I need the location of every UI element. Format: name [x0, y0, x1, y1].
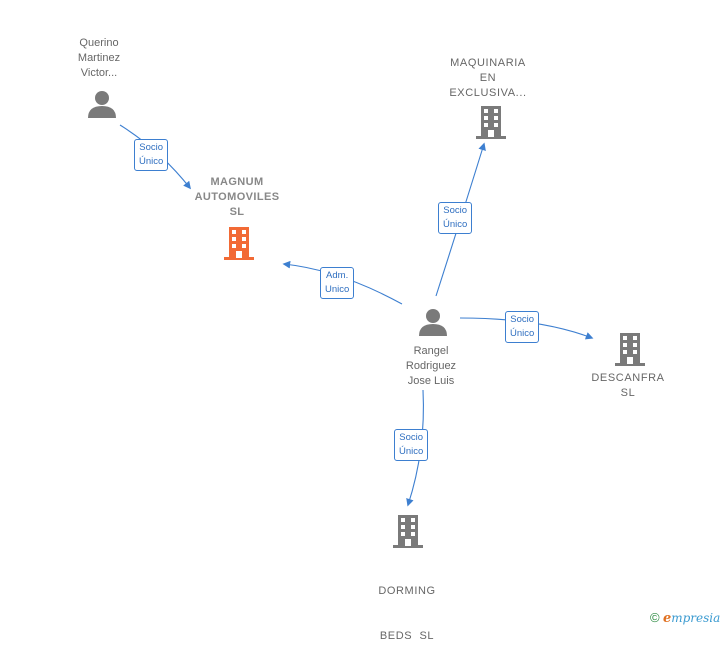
person-icon[interactable] [86, 88, 118, 120]
building-icon[interactable] [223, 226, 255, 260]
building-icon[interactable] [475, 105, 507, 139]
node-querino[interactable]: Querino Martinez Victor... [77, 37, 121, 79]
edge-label-querino-magnum[interactable]: Socio Único [134, 139, 169, 171]
node-rangel[interactable]: Rangel Rodriguez Jose Luis [405, 345, 457, 387]
copyright-symbol: © [650, 610, 660, 625]
edge-label-rangel-descanfra[interactable]: Socio Único [505, 311, 540, 343]
edge-label-rangel-maquinaria[interactable]: Socio Único [438, 202, 473, 234]
empresia-watermark: © empresia [650, 610, 720, 626]
person-icon[interactable] [417, 306, 449, 338]
building-icon[interactable] [614, 332, 646, 366]
building-icon[interactable] [392, 514, 424, 548]
node-descanfra[interactable]: DESCANFRA SL [591, 372, 665, 399]
node-dorming[interactable]: DORMING BEDS SL [378, 585, 436, 642]
node-magnum[interactable]: MAGNUM AUTOMOVILES SL [194, 176, 280, 218]
node-maquinaria[interactable]: MAQUINARIA EN EXCLUSIVA... [449, 57, 527, 99]
edge-label-rangel-dorming[interactable]: Socio Único [394, 429, 429, 461]
brand-name: mpresia [671, 611, 721, 625]
brand-initial: e [662, 611, 672, 626]
edge-label-rangel-magnum[interactable]: Adm. Unico [320, 267, 355, 299]
